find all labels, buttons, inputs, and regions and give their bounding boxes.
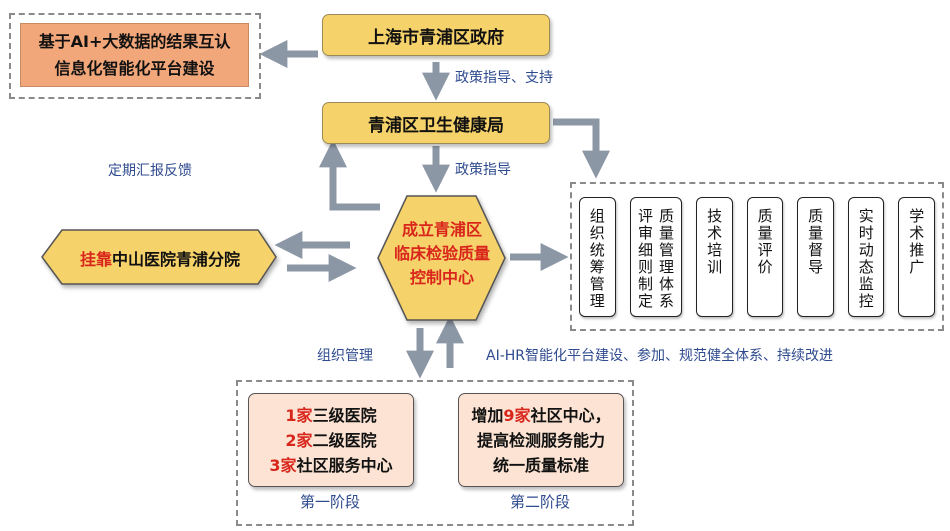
function-item: 实时动态监控 bbox=[847, 197, 885, 317]
stage1-line-2: 2家二级医院 bbox=[285, 430, 377, 450]
stage1-line-3: 3家社区服务中心 bbox=[269, 455, 393, 475]
affiliate-rest: 中山医院青浦分院 bbox=[112, 250, 241, 269]
stage2-box: 增加9家社区中心， 提高检测服务能力 统一质量标准 bbox=[458, 393, 624, 487]
center-line-2: 临床检验质量 bbox=[393, 244, 490, 263]
function-item: 质量评价 bbox=[746, 197, 784, 317]
function-item-label: 评审细则制定 bbox=[635, 208, 654, 310]
function-item-label: 学术推广 bbox=[907, 208, 926, 276]
stage1-box: 1家三级医院 2家二级医院 3家社区服务中心 bbox=[248, 393, 414, 487]
center-text: 成立青浦区 临床检验质量 控制中心 bbox=[380, 218, 504, 290]
function-item-label: 实时动态监控 bbox=[856, 208, 875, 310]
policy-support-label: 政策指导、支持 bbox=[455, 70, 553, 86]
function-item-label: 技术培训 bbox=[705, 208, 724, 276]
stage2-label: 第二阶段 bbox=[509, 493, 570, 511]
affiliate-highlight: 挂靠 bbox=[79, 250, 112, 269]
function-item: 组织统筹管理 bbox=[579, 197, 616, 317]
platform-dashed-frame bbox=[9, 13, 261, 99]
function-item: 质量督导 bbox=[797, 197, 834, 317]
function-item-label: 质量管理体系 bbox=[656, 208, 675, 310]
platform-line-1: 基于AI+大数据的结果互认 bbox=[38, 32, 231, 51]
health-bureau-box: 青浦区卫生健康局 bbox=[322, 102, 550, 144]
stages-dashed-frame bbox=[236, 380, 634, 526]
stage2-line-1: 增加9家社区中心， bbox=[471, 405, 611, 425]
stage2-line-3: 统一质量标准 bbox=[492, 455, 589, 475]
feedback-label: 定期汇报反馈 bbox=[108, 163, 192, 179]
stage1-line-1: 1家三级医院 bbox=[285, 405, 377, 425]
functions-row: 组织统筹管理 评审细则制定质量管理体系 技术培训 质量评价 质量督导 实时动态监控 学术推广 bbox=[579, 197, 935, 317]
center-line-3: 控制中心 bbox=[409, 268, 474, 287]
arrow-bureau-to-functions bbox=[553, 118, 610, 179]
function-item-label: 质量评价 bbox=[755, 208, 774, 276]
ai-hr-label: AI-HR智能化平台建设、参加、规范健全体系、持续改进 bbox=[486, 348, 834, 364]
function-item: 评审细则制定质量管理体系 bbox=[629, 197, 683, 317]
health-bureau-label: 青浦区卫生健康局 bbox=[368, 115, 504, 136]
org-management-label: 组织管理 bbox=[317, 348, 373, 364]
function-item: 技术培训 bbox=[696, 197, 733, 317]
function-item: 学术推广 bbox=[898, 197, 935, 317]
platform-line-2: 信息化智能化平台建设 bbox=[54, 59, 215, 78]
stage1-label: 第一阶段 bbox=[299, 493, 360, 511]
function-item-label: 组织统筹管理 bbox=[587, 208, 606, 310]
affiliate-text: 挂靠中山医院青浦分院 bbox=[50, 246, 270, 270]
arrow-center-feedback bbox=[319, 139, 380, 211]
functions-dashed-frame bbox=[570, 182, 944, 331]
platform-box: 基于AI+大数据的结果互认 信息化智能化平台建设 bbox=[20, 23, 249, 87]
government-box: 上海市青浦区政府 bbox=[322, 14, 550, 56]
stage2-line-2: 提高检测服务能力 bbox=[476, 430, 605, 450]
government-label: 上海市青浦区政府 bbox=[368, 27, 504, 48]
center-line-1: 成立青浦区 bbox=[401, 220, 482, 239]
function-item-label: 质量督导 bbox=[806, 208, 825, 276]
policy-guidance-label: 政策指导 bbox=[455, 162, 511, 178]
